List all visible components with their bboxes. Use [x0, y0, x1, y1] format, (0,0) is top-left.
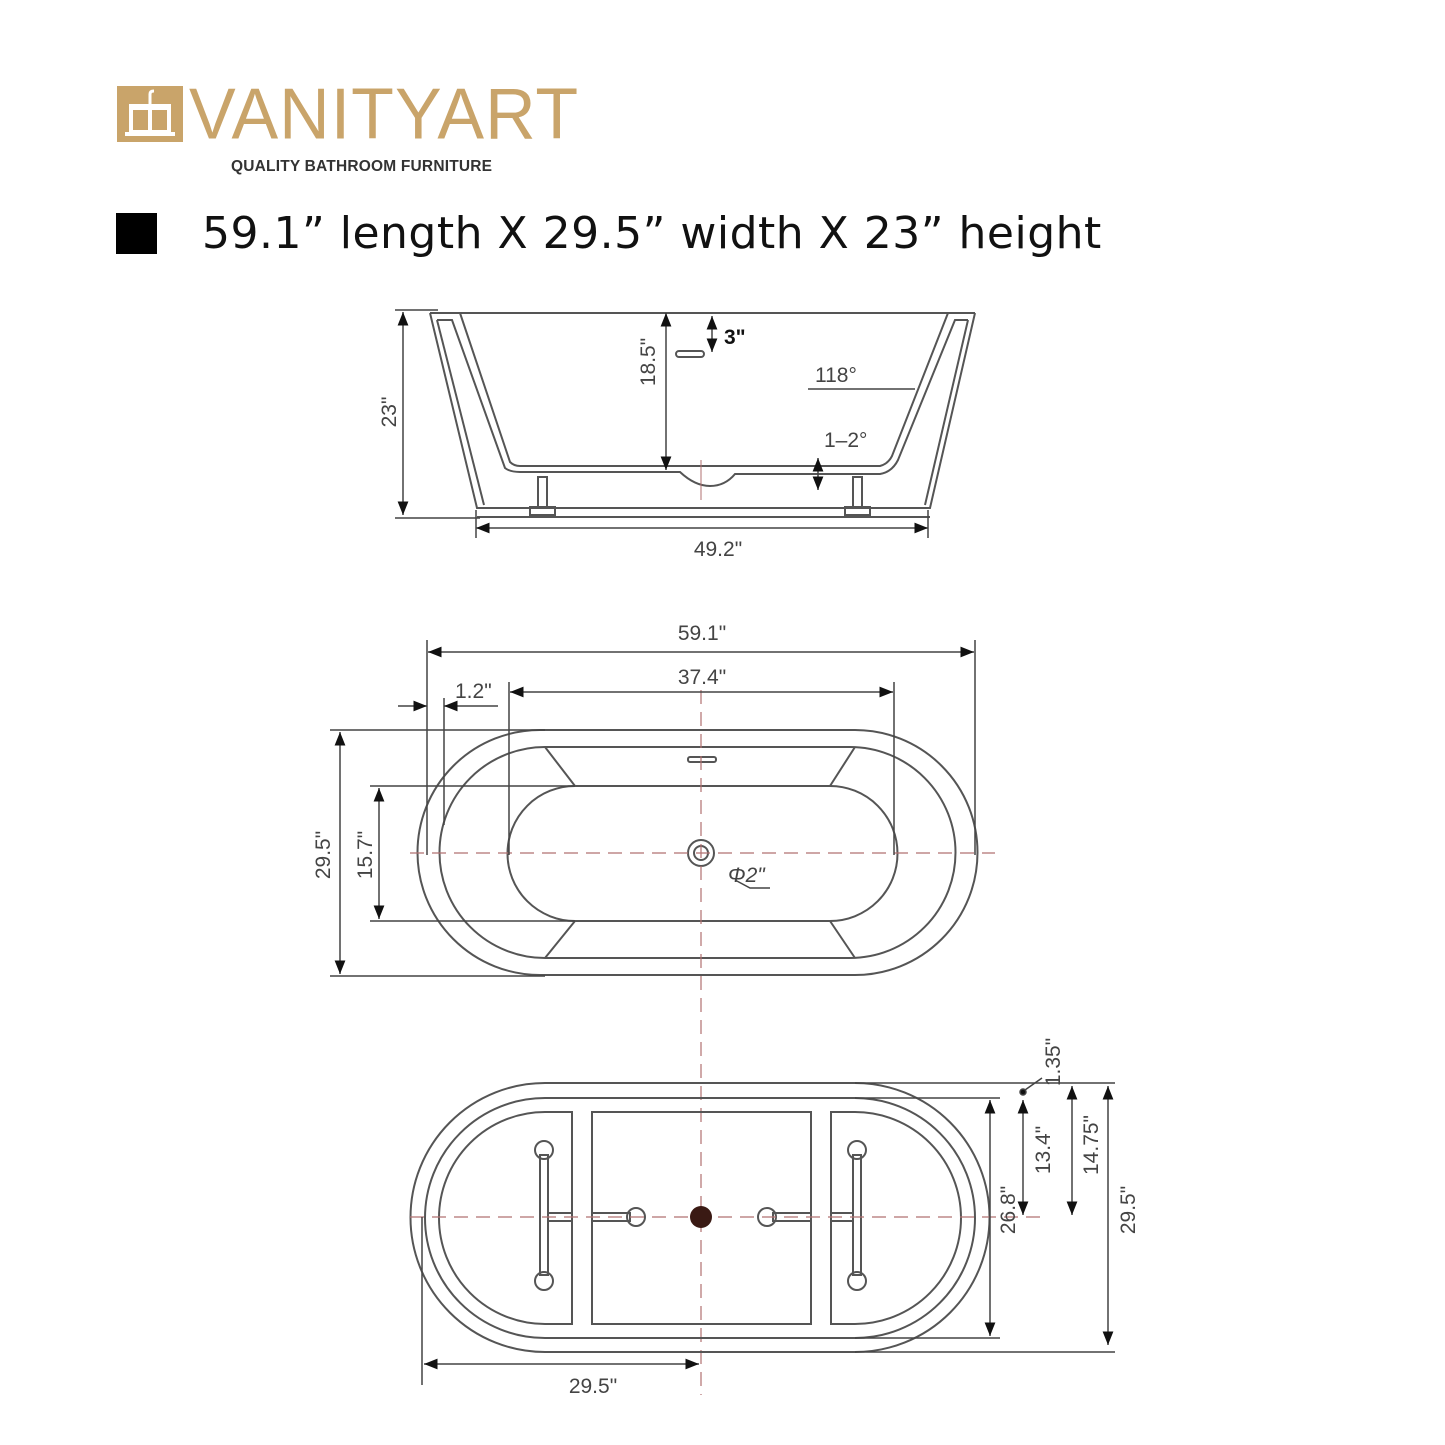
brand-logo: VANITYART — [117, 73, 580, 155]
top-view — [416, 729, 979, 976]
rim-offset-label: 1.35" — [1042, 1038, 1065, 1086]
floor-slope-label: 1–2° — [824, 429, 867, 452]
drain-diameter-label: Φ2" — [728, 864, 766, 887]
brand-tagline: QUALITY BATHROOM FURNITURE — [231, 158, 493, 175]
brand-name: VANITYART — [189, 73, 580, 155]
black-square-icon — [116, 213, 157, 254]
vanity-sink-icon — [117, 86, 183, 142]
drain-marker — [690, 1206, 712, 1228]
overflow-offset-label: 3" — [724, 326, 746, 349]
water-depth-label: 18.5" — [637, 338, 660, 386]
half-length-label: 29.5" — [569, 1375, 617, 1398]
rim-width-label: 1.2" — [455, 680, 492, 703]
bottom-overall-width-label: 29.5" — [1117, 1186, 1140, 1234]
dimension-spec: 59.1” length X 29.5” width X 23” height — [116, 208, 1102, 259]
side-height-label: 23" — [378, 397, 401, 428]
interior-length-label: 37.4" — [678, 666, 726, 689]
half-width-label: 14.75" — [1080, 1115, 1103, 1175]
side-view — [429, 312, 976, 518]
base-length-label: 49.2" — [694, 538, 742, 561]
interior-width-label: 15.7" — [354, 831, 377, 879]
wall-angle-label: 118° — [815, 364, 857, 387]
overall-width-label: 29.5" — [312, 831, 335, 879]
half-inner-width-label: 13.4" — [1032, 1126, 1055, 1174]
spec-text: 59.1” length X 29.5” width X 23” height — [202, 208, 1102, 259]
inner-width-label: 26.8" — [997, 1186, 1020, 1234]
overall-length-label: 59.1" — [678, 622, 726, 645]
